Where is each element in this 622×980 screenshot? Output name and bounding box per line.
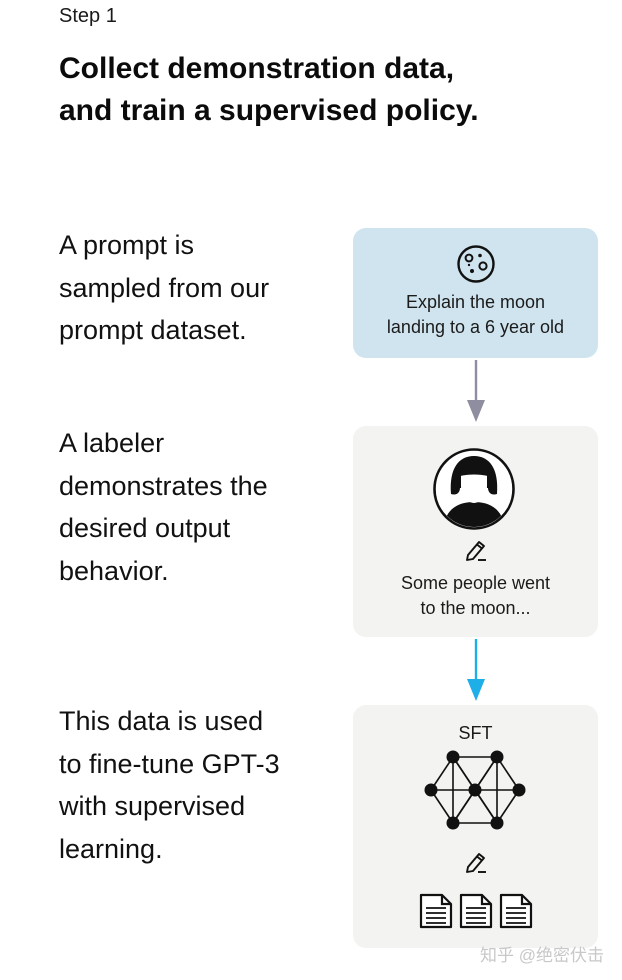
- document-icon: [459, 893, 493, 929]
- demonstration-text: Some people went to the moon...: [400, 573, 551, 618]
- pencil-icon: [466, 853, 486, 873]
- document-icon: [499, 893, 533, 929]
- arrow-down-gray: [467, 360, 485, 422]
- neural-network-icon: [424, 750, 526, 830]
- sft-box: SFT: [353, 705, 598, 948]
- labeler-avatar-icon: [433, 448, 515, 530]
- watermark: 知乎 @绝密伏击: [480, 946, 604, 965]
- step-label: Step 1: [59, 5, 117, 27]
- document-icon: [419, 893, 453, 929]
- sft-label: SFT: [458, 723, 493, 743]
- prompt-box: Explain the moon landing to a 6 year old: [353, 228, 598, 358]
- prompt-text: Explain the moon landing to a 6 year old: [386, 292, 565, 337]
- description-labeler: A labeler demonstrates the desired outpu…: [59, 428, 268, 586]
- demonstration-box: Some people went to the moon...: [353, 426, 598, 637]
- description-prompt: A prompt is sampled from our prompt data…: [59, 230, 270, 345]
- description-finetune: This data is used to fine-tune GPT-3 wit…: [59, 706, 280, 864]
- page-title: Collect demonstration data, and train a …: [59, 52, 479, 127]
- arrow-down-blue: [467, 639, 485, 701]
- moon-icon: [457, 245, 495, 283]
- pencil-icon: [466, 541, 486, 561]
